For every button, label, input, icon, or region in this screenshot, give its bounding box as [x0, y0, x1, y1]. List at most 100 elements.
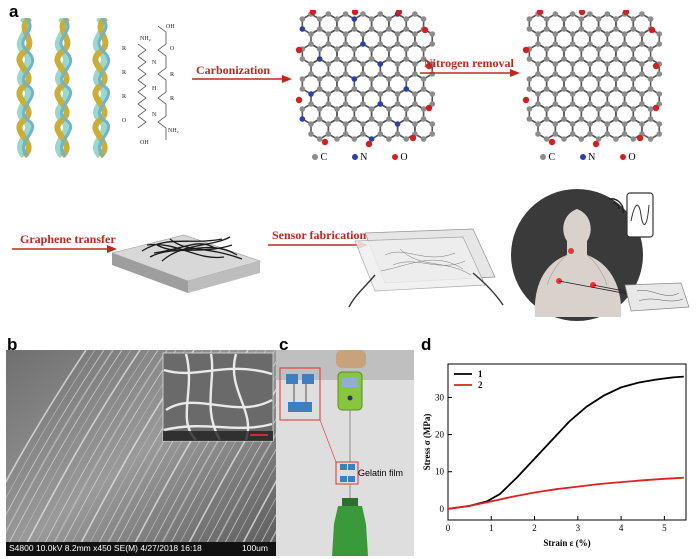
panel-label-d: d: [421, 335, 432, 354]
atom: [394, 31, 401, 37]
atom: [394, 41, 401, 47]
atom: [299, 26, 306, 32]
atom: [299, 56, 306, 62]
atom: [403, 106, 410, 112]
atom: [316, 136, 323, 142]
atom: [351, 16, 358, 22]
atom: [535, 71, 541, 77]
atom: [377, 121, 384, 127]
atom: [394, 121, 401, 127]
atom: [360, 11, 366, 17]
sensor-fabrication-label: Sensor fabrication: [272, 228, 367, 242]
atom: [368, 86, 375, 92]
x-axis-label: Strain ε (%): [543, 538, 590, 548]
atom: [412, 101, 418, 107]
legend-o: O: [628, 152, 636, 163]
atom: [578, 16, 585, 22]
atom: [561, 86, 567, 92]
atom: [561, 56, 567, 62]
atom: [360, 131, 366, 137]
atom: [595, 16, 602, 22]
atom: [403, 76, 410, 82]
atom: [578, 106, 585, 112]
series-line-2: [447, 476, 684, 510]
atom: [403, 46, 410, 52]
legend-n: N: [360, 152, 368, 163]
atom: [630, 56, 637, 62]
atom: [360, 101, 366, 107]
mol-label: R: [122, 70, 126, 76]
sem-caption: S4800 10.0kV 8.2mm x450 SE(M) 4/27/2018 …: [9, 543, 202, 553]
y-tick-label: 30: [435, 392, 445, 402]
atom: [412, 41, 418, 47]
atom: [621, 41, 628, 47]
atom: [334, 106, 340, 112]
n-doped-graphene-lattice: [295, 10, 435, 148]
atom: [543, 56, 550, 62]
atom: [613, 76, 619, 82]
atom: [429, 131, 435, 137]
atom: [630, 136, 637, 142]
atom: [308, 41, 314, 47]
atom: [561, 46, 567, 52]
atom: [420, 106, 427, 112]
atom: [394, 131, 401, 137]
atom: [334, 46, 340, 52]
atom: [377, 31, 384, 37]
atom: [543, 46, 550, 52]
atom: [420, 16, 427, 22]
atom: [656, 121, 662, 127]
atom: [377, 71, 384, 77]
graphene-transfer-arrow: [12, 245, 117, 253]
atom: [569, 91, 576, 97]
atom: [647, 136, 654, 142]
atom: [368, 46, 375, 52]
atom: [535, 61, 541, 67]
atom: [412, 91, 418, 97]
atom: [604, 121, 611, 127]
atom: [595, 26, 602, 32]
legend-label-2: 2: [478, 380, 483, 390]
atom: [543, 76, 550, 82]
atom: [613, 136, 619, 142]
atom: [377, 41, 384, 47]
atom: [412, 31, 418, 37]
carbonization-arrow: [192, 75, 292, 83]
atom: [552, 11, 559, 17]
atom: [578, 86, 585, 92]
atom: [587, 71, 593, 77]
x-tick-label: 2: [532, 523, 537, 533]
atom: [526, 116, 533, 122]
atom: [420, 56, 427, 62]
atom: [360, 91, 366, 97]
carbon-dot-icon: [540, 154, 546, 160]
oxygen-atom: [522, 46, 530, 54]
atom: [308, 71, 314, 77]
atom: [578, 46, 585, 52]
atom: [604, 61, 611, 67]
atom: [420, 86, 427, 92]
atom: [552, 101, 559, 107]
atom: [351, 136, 358, 142]
atom: [526, 26, 533, 32]
atom: [526, 16, 533, 22]
atom: [412, 71, 418, 77]
atom: [604, 31, 611, 37]
atom: [342, 31, 349, 37]
carbonization-label: Carbonization: [196, 63, 271, 77]
atom: [595, 86, 602, 92]
atom: [429, 91, 435, 97]
atom: [587, 11, 593, 17]
oxygen-atom: [522, 96, 530, 104]
oxygen-atom: [425, 62, 433, 70]
atom: [394, 61, 401, 67]
oxygen-atom: [622, 10, 630, 16]
atom: [429, 41, 435, 47]
oxygen-atom: [578, 10, 586, 16]
atom: [639, 31, 645, 37]
atom: [342, 91, 349, 97]
nitrogen-removal-arrow: [420, 69, 520, 77]
atom: [386, 136, 392, 142]
wearable-application-illustration: [511, 189, 690, 321]
